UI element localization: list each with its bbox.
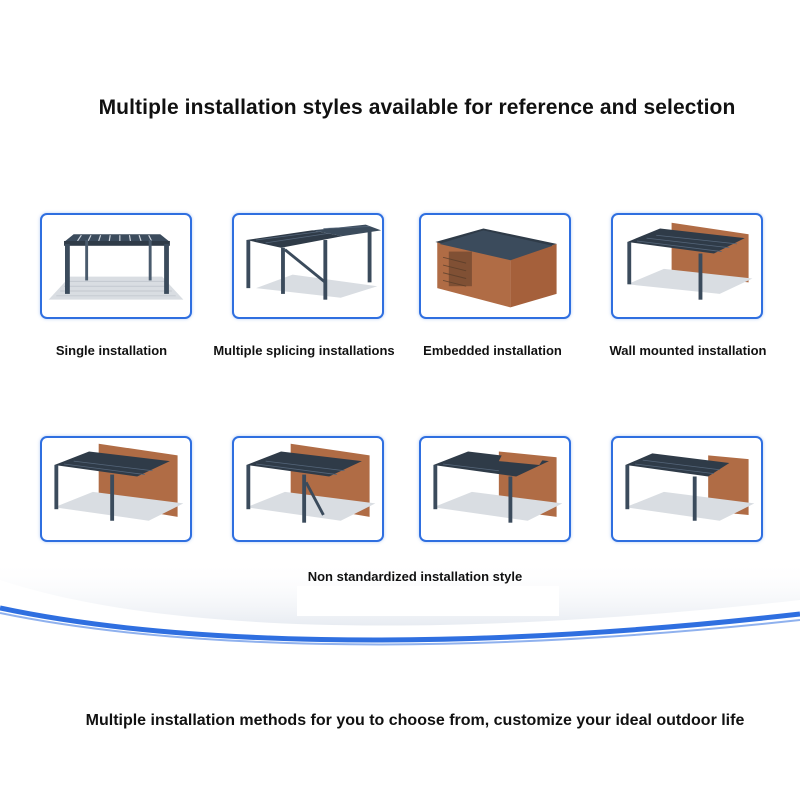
side-wall-pergola-icon [625,453,755,521]
page-title: Multiple installation styles available f… [98,96,736,119]
wall-pergola-variant-icon [246,443,376,523]
label-nonstandard-style: Non standardized installation style [307,569,523,584]
card-nonstandard-3[interactable] [419,436,571,542]
card-embedded-installation[interactable] [419,213,571,319]
label-multiple-splicing: Multiple splicing installations [213,343,395,358]
wall-mounted-pergola-icon [627,222,753,300]
l-wall-pergola-icon [433,451,563,523]
label-wall-mounted: Wall mounted installation [609,343,767,358]
card-nonstandard-2[interactable] [232,436,384,542]
footer-caption: Multiple installation methods for you to… [85,712,745,729]
label-single-installation: Single installation [55,343,168,358]
corner-wall-pergola-icon [54,443,184,521]
caption-backdrop [297,586,559,616]
embedded-pergola-icon [435,228,557,308]
double-pergola-icon [246,224,382,300]
card-multiple-splicing[interactable] [232,213,384,319]
card-wall-mounted[interactable] [611,213,763,319]
card-single-installation[interactable] [40,213,192,319]
card-nonstandard-1[interactable] [40,436,192,542]
label-embedded-installation: Embedded installation [423,343,562,358]
single-pergola-icon [48,234,184,300]
card-nonstandard-4[interactable] [611,436,763,542]
